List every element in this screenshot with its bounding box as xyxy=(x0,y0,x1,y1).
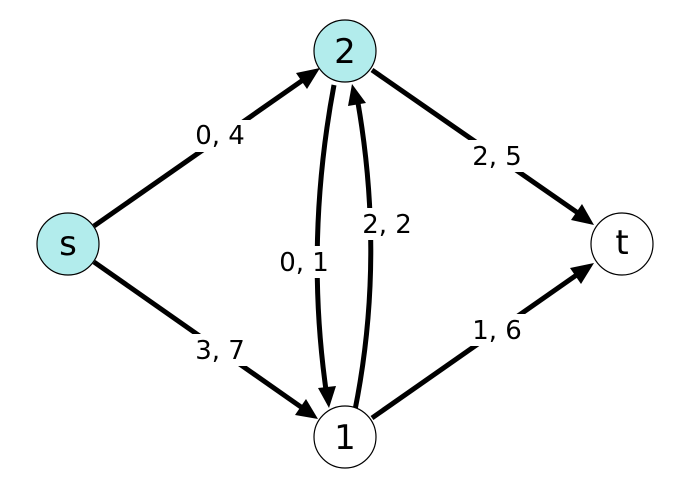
node-1: 1 xyxy=(313,405,377,469)
edge-label-s-2: 0, 4 xyxy=(195,121,245,151)
node-s: s xyxy=(36,212,100,276)
node-1-label: 1 xyxy=(334,418,356,458)
edge-label-2-t: 2, 5 xyxy=(472,142,522,172)
edge-label-s-1: 3, 7 xyxy=(195,336,245,366)
arrowhead-2-1 xyxy=(318,386,336,408)
node-s-label: s xyxy=(59,224,77,264)
node-s-circle xyxy=(36,212,100,276)
arrowhead-2-t xyxy=(571,204,594,225)
edge-label-1-2: 2, 2 xyxy=(362,210,412,240)
arrowhead-s-2 xyxy=(296,68,320,89)
node-1-circle xyxy=(313,405,377,469)
edge-1-2 xyxy=(352,102,374,411)
edge-2-1 xyxy=(314,84,337,391)
arrowhead-1-t xyxy=(570,263,594,284)
arrowhead-1-2 xyxy=(348,84,366,106)
edge-s-2 xyxy=(92,77,305,229)
edge-label-2-1: 0, 1 xyxy=(279,248,329,278)
node-2-label: 2 xyxy=(334,32,356,72)
node-2: 2 xyxy=(313,19,377,83)
edge-label-1-t: 1, 6 xyxy=(472,316,522,346)
node-t: t xyxy=(590,212,654,276)
node-t-label: t xyxy=(615,223,628,263)
node-t-circle xyxy=(590,212,654,276)
arrowhead-s-1 xyxy=(295,399,318,419)
node-2-circle xyxy=(313,19,377,83)
